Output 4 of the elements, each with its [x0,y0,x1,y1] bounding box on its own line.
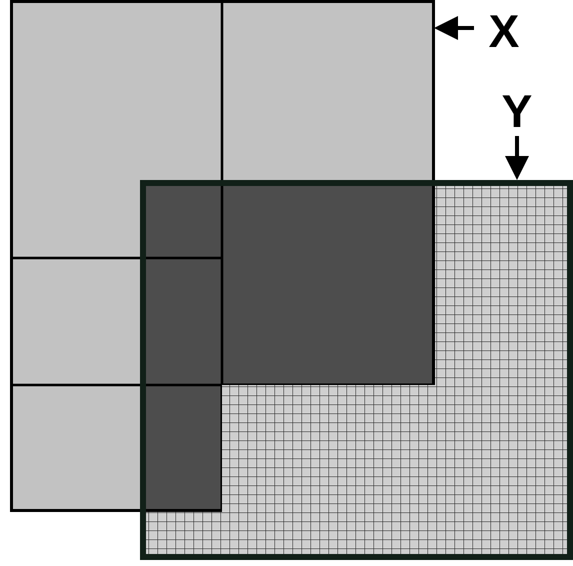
arrow [505,136,529,180]
axis-letter: X [488,8,520,54]
axis-letter: Y [502,88,532,134]
arrow [434,16,474,40]
